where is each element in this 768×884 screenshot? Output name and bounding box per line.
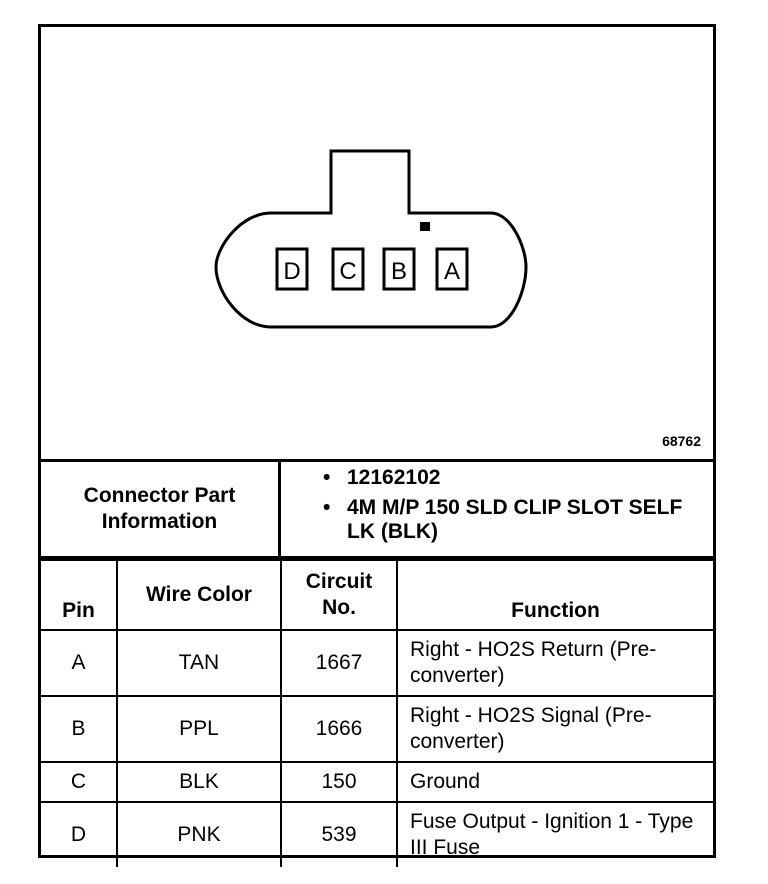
- terminal-cavity-a: A: [435, 247, 469, 291]
- row-c-function: Ground: [396, 761, 713, 803]
- part-number: 12162102: [281, 466, 713, 490]
- row-b-wire-color: PPL: [116, 695, 282, 763]
- table-header-row: Pin Wire Color Circuit No. Function: [41, 559, 713, 631]
- row-c-wire-color: BLK: [116, 761, 282, 803]
- part-info-list: 12162102 4M M/P 150 SLD CLIP SLOT SELF L…: [281, 462, 713, 560]
- row-b-circuit-no: 1666: [280, 695, 398, 763]
- terminal-label-b: B: [391, 258, 407, 285]
- row-c-circuit-no: 150: [280, 761, 398, 803]
- terminal-label-a: A: [444, 258, 460, 285]
- part-info-label-cell: Connector Part Information: [41, 462, 281, 556]
- row-a-function: Right - HO2S Return (Pre-converter): [396, 629, 713, 697]
- row-b-pin: B: [41, 695, 118, 763]
- part-info-label: Connector Part Information: [83, 484, 236, 533]
- row-a-wire-color: TAN: [116, 629, 282, 697]
- table-row: A TAN 1667 Right - HO2S Return (Pre-conv…: [41, 629, 713, 697]
- terminal-label-d: D: [283, 258, 300, 285]
- terminal-cavity-c: C: [331, 247, 365, 291]
- terminal-cavity-b: B: [382, 247, 416, 291]
- connector-housing-outline: [214, 149, 528, 329]
- row-c-pin: C: [41, 761, 118, 803]
- part-description: 4M M/P 150 SLD CLIP SLOT SELF LK (BLK): [281, 496, 713, 544]
- header-function: Function: [396, 559, 713, 631]
- header-pin: Pin: [41, 559, 118, 631]
- row-d-pin: D: [41, 801, 118, 867]
- terminal-label-c: C: [339, 258, 356, 285]
- header-wire-color: Wire Color: [116, 559, 282, 631]
- figure-id: 68762: [662, 433, 701, 449]
- connector-diagram: D C B A 68762: [41, 27, 713, 459]
- table-row: D PNK 539 Fuse Output - Ignition 1 - Typ…: [41, 801, 713, 867]
- row-b-function: Right - HO2S Signal (Pre-converter): [396, 695, 713, 763]
- table-row: C BLK 150 Ground: [41, 761, 713, 803]
- connector-sheet: D C B A 68762 Connector Part Information…: [38, 24, 716, 867]
- row-d-function: Fuse Output - Ignition 1 - Type III Fuse: [396, 801, 713, 867]
- connector-face-drawing: D C B A: [214, 149, 528, 329]
- terminal-cavity-d: D: [275, 247, 309, 291]
- pin-a-index-mark: [420, 222, 430, 231]
- table-row: B PPL 1666 Right - HO2S Signal (Pre-conv…: [41, 695, 713, 763]
- pinout-table: Pin Wire Color Circuit No. Function A TA…: [41, 559, 713, 867]
- row-a-pin: A: [41, 629, 118, 697]
- header-circuit-no: Circuit No.: [280, 559, 398, 631]
- row-d-wire-color: PNK: [116, 801, 282, 867]
- row-d-circuit-no: 539: [280, 801, 398, 867]
- connector-part-information: Connector Part Information 12162102 4M M…: [41, 459, 713, 559]
- row-a-circuit-no: 1667: [280, 629, 398, 697]
